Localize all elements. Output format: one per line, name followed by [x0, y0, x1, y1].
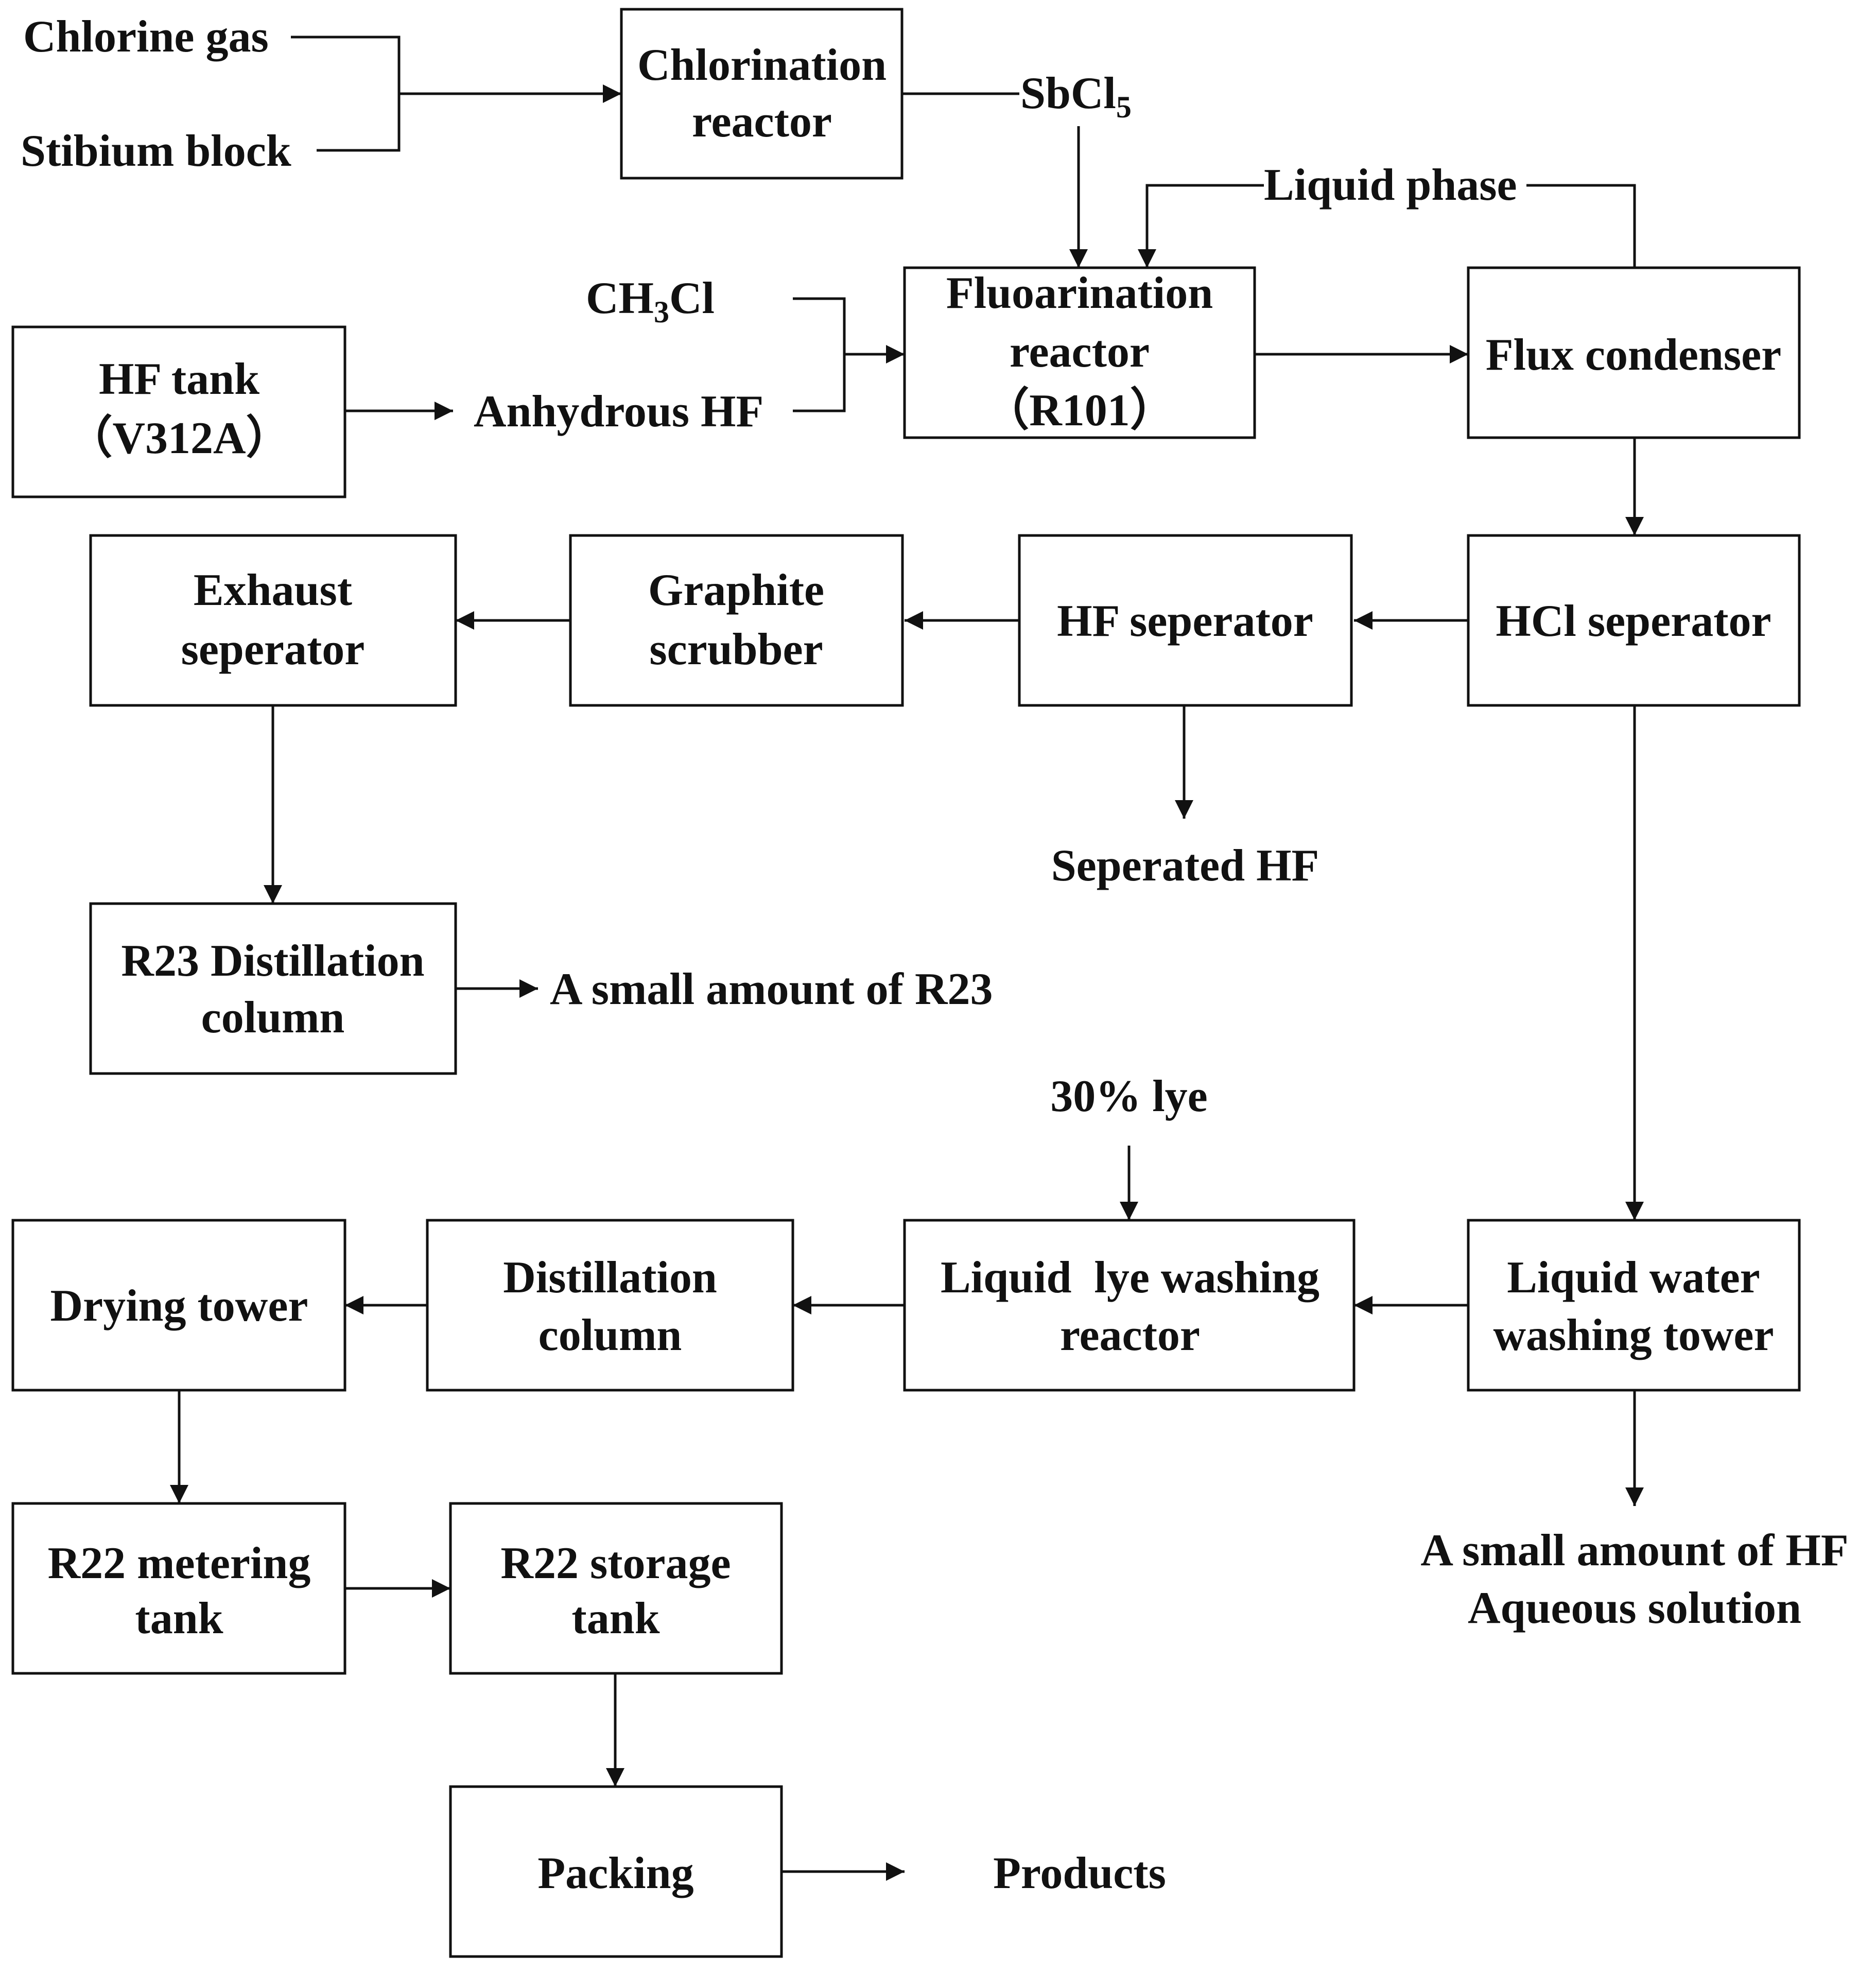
- graphite-scrubber-label-1: Graphite: [648, 565, 824, 615]
- stibium-block-line: [317, 94, 401, 152]
- r23-distillation-column-box: R23 Distillation column: [89, 902, 457, 1075]
- lye-30-label: 30% lye: [1050, 1071, 1208, 1121]
- hf-aqueous-label-2: Aqueous solution: [1468, 1583, 1801, 1633]
- stibium-block-label: Stibium block: [21, 126, 291, 176]
- exhaust-separator-box: Exhaust seperator: [89, 534, 457, 707]
- r23-distillation-label-1: R23 Distillation: [121, 936, 424, 986]
- r22-storage-tank-label-2: tank: [571, 1594, 659, 1643]
- fluorination-reactor-label-3: （R101）: [984, 386, 1175, 436]
- lye-washing-reactor-box: Liquid lye washing reactor: [903, 1219, 1356, 1392]
- hf-tank-box: HF tank （V312A）: [11, 325, 346, 498]
- drying-tower-label: Drying tower: [50, 1281, 308, 1331]
- fluorination-reactor-label-2: reactor: [1010, 327, 1150, 377]
- distillation-column-label-2: column: [539, 1310, 682, 1360]
- drying-tower-box: Drying tower: [11, 1219, 346, 1392]
- packing-label: Packing: [537, 1848, 693, 1898]
- distillation-column-label-1: Distillation: [503, 1253, 717, 1303]
- r22-storage-tank-box: R22 storage tank: [449, 1502, 783, 1675]
- hf-tank-label-2: （V312A）: [67, 413, 291, 463]
- hcl-separator-box: HCl seperator: [1467, 534, 1801, 707]
- small-amount-r23-label: A small amount of R23: [550, 964, 993, 1014]
- ch3cl-label: CH3Cl: [586, 273, 715, 329]
- water-washing-tower-box: Liquid water washing tower: [1467, 1219, 1801, 1392]
- products-label: Products: [993, 1848, 1166, 1898]
- water-washing-tower-label-1: Liquid water: [1507, 1253, 1760, 1303]
- hcl-separator-label: HCl seperator: [1496, 596, 1771, 646]
- distillation-column-box: Distillation column: [426, 1219, 794, 1392]
- fluorination-reactor-label-1: Fluoarination: [946, 268, 1213, 318]
- water-washing-tower-label-2: washing tower: [1493, 1310, 1774, 1360]
- anhydrous-hf-label: Anhydrous HF: [474, 387, 763, 437]
- separated-hf-label: Seperated HF: [1051, 841, 1319, 891]
- r22-metering-tank-label-2: tank: [135, 1594, 223, 1643]
- lye-washing-reactor-label-2: reactor: [1060, 1310, 1200, 1360]
- flux-condenser-label: Flux condenser: [1486, 330, 1781, 380]
- chlorine-gas-label: Chlorine gas: [23, 12, 269, 62]
- fluorination-reactor-box: Fluoarination reactor （R101）: [903, 266, 1256, 439]
- packing-box: Packing: [449, 1785, 783, 1958]
- lye-washing-reactor-label-1: Liquid lye washing: [941, 1253, 1319, 1303]
- r22-metering-tank-box: R22 metering tank: [11, 1502, 346, 1675]
- ch3cl-line: [793, 297, 846, 354]
- graphite-scrubber-label-2: scrubber: [649, 625, 823, 674]
- exhaust-separator-label-1: Exhaust: [194, 565, 352, 615]
- stream-labels: Chlorine gas Stibium block SbCl5 Liquid …: [21, 12, 1849, 1898]
- hf-aqueous-label-1: A small amount of HF: [1420, 1526, 1848, 1576]
- chlorination-reactor-label-1: Chlorination: [637, 40, 887, 90]
- r22-metering-tank-label-1: R22 metering: [48, 1538, 311, 1588]
- exhaust-separator-label-2: seperator: [181, 625, 365, 674]
- anhydrous-hf-line: [793, 354, 846, 412]
- chlorination-reactor-label-2: reactor: [692, 97, 832, 147]
- r23-distillation-label-2: column: [201, 993, 345, 1043]
- flux-condenser-box: Flux condenser: [1467, 266, 1801, 439]
- liquid-phase-label: Liquid phase: [1264, 160, 1517, 210]
- liquid-phase-arrow: [1138, 184, 1264, 268]
- hf-separator-label: HF seperator: [1057, 596, 1313, 646]
- hf-tank-label-1: HF tank: [99, 354, 259, 404]
- r22-storage-tank-label-1: R22 storage: [500, 1538, 731, 1588]
- connectors: [170, 36, 1644, 1881]
- hf-separator-box: HF seperator: [1018, 534, 1353, 707]
- sbcl5-label: SbCl5: [1020, 68, 1132, 124]
- chlorine-gas-line: [291, 36, 401, 94]
- liquid-phase-return-line: [1526, 184, 1636, 268]
- graphite-scrubber-box: Graphite scrubber: [569, 534, 904, 707]
- chlorination-reactor-box: Chlorination reactor: [620, 8, 904, 180]
